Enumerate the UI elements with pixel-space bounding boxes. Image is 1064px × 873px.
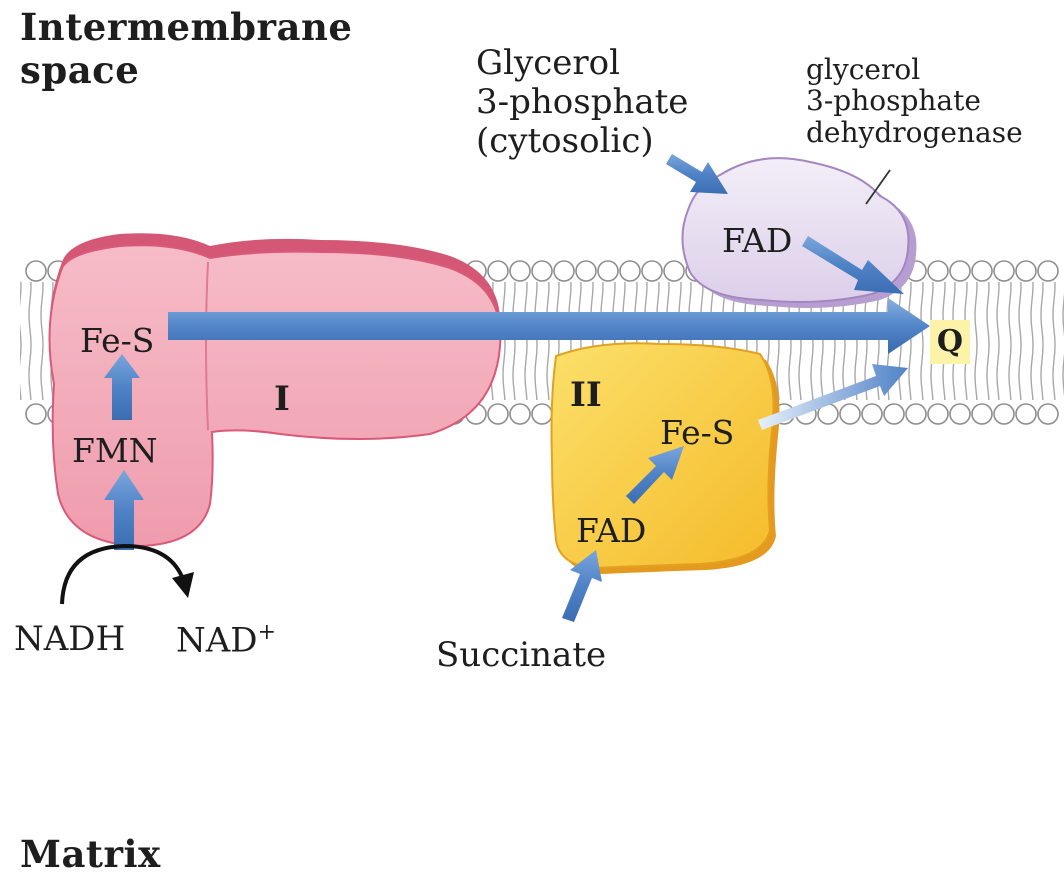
complex-i-numeral: I: [274, 380, 290, 419]
arrow-nadh-to-nad: [62, 546, 184, 604]
nad-superscript: +: [258, 620, 276, 645]
complex-ii-numeral: II: [570, 376, 602, 415]
nadh-label: NADH: [14, 620, 125, 659]
arrow-nadh-to-nad-head: [172, 572, 194, 598]
complex-ii-fes-label: Fe-S: [660, 414, 734, 452]
glycerol-line1: Glycerol: [476, 44, 688, 83]
enzyme-line3: dehydrogenase: [806, 117, 1023, 148]
succinate-label: Succinate: [436, 636, 606, 675]
enzyme-line1: glycerol: [806, 54, 1023, 85]
intermembrane-line1: Intermembrane: [20, 6, 352, 49]
nad-text: NAD: [176, 620, 258, 660]
glycerol-3-phosphate-label: Glycerol 3-phosphate (cytosolic): [476, 44, 688, 161]
intermembrane-line2: space: [20, 49, 352, 92]
complex-i-fmn-label: FMN: [72, 432, 158, 470]
nad-plus-label: NAD+: [176, 620, 276, 660]
complex-i-fes-label: Fe-S: [80, 322, 154, 360]
q-ubiquinone-label: Q: [930, 320, 970, 364]
intermembrane-space-label: Intermembrane space: [20, 6, 352, 91]
matrix-label: Matrix: [20, 833, 161, 873]
enzyme-name-label: glycerol 3-phosphate dehydrogenase: [806, 54, 1023, 148]
enzyme-fad-label: FAD: [722, 222, 792, 260]
glycerol-line3: (cytosolic): [476, 122, 688, 161]
complex-ii-fad-label: FAD: [576, 512, 646, 550]
enzyme-line2: 3-phosphate: [806, 85, 1023, 116]
glycerol-line2: 3-phosphate: [476, 83, 688, 122]
